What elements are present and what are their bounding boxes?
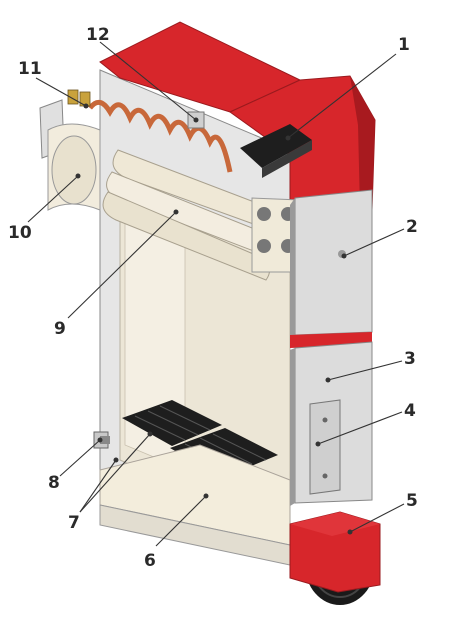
leader-lines [27,41,405,547]
label-3: 3 [404,349,416,369]
heat-exchanger-tubes [102,149,276,281]
label-7: 7 [68,513,80,533]
top-casing-side [350,76,375,210]
fan-housing-top [290,512,380,536]
damper-screw [322,473,328,479]
cooling-coil [88,99,233,173]
label-4: 4 [404,401,416,421]
air-damper [309,399,341,495]
label-6: 6 [144,551,156,571]
label-10: 10 [8,223,32,243]
controller-box-side [262,140,312,178]
upper-door [294,189,373,336]
label-12: 12 [86,25,110,45]
label-5: 5 [406,491,418,511]
tube-opening [257,239,271,253]
lower-door-edge [290,348,295,506]
tube-opening [257,207,271,221]
flue-outlet-mouth [51,135,97,205]
label-2: 2 [406,217,418,237]
damper-screw [322,417,328,423]
ash-pan-floor [99,444,291,546]
label-9: 9 [54,319,66,339]
leader-dots [75,103,353,535]
controller-box [240,124,312,168]
label-1: 1 [398,35,410,55]
label-8: 8 [48,473,60,493]
upper-door-edge [290,198,295,338]
blower-fan [289,511,381,605]
label-11: 11 [18,59,42,79]
